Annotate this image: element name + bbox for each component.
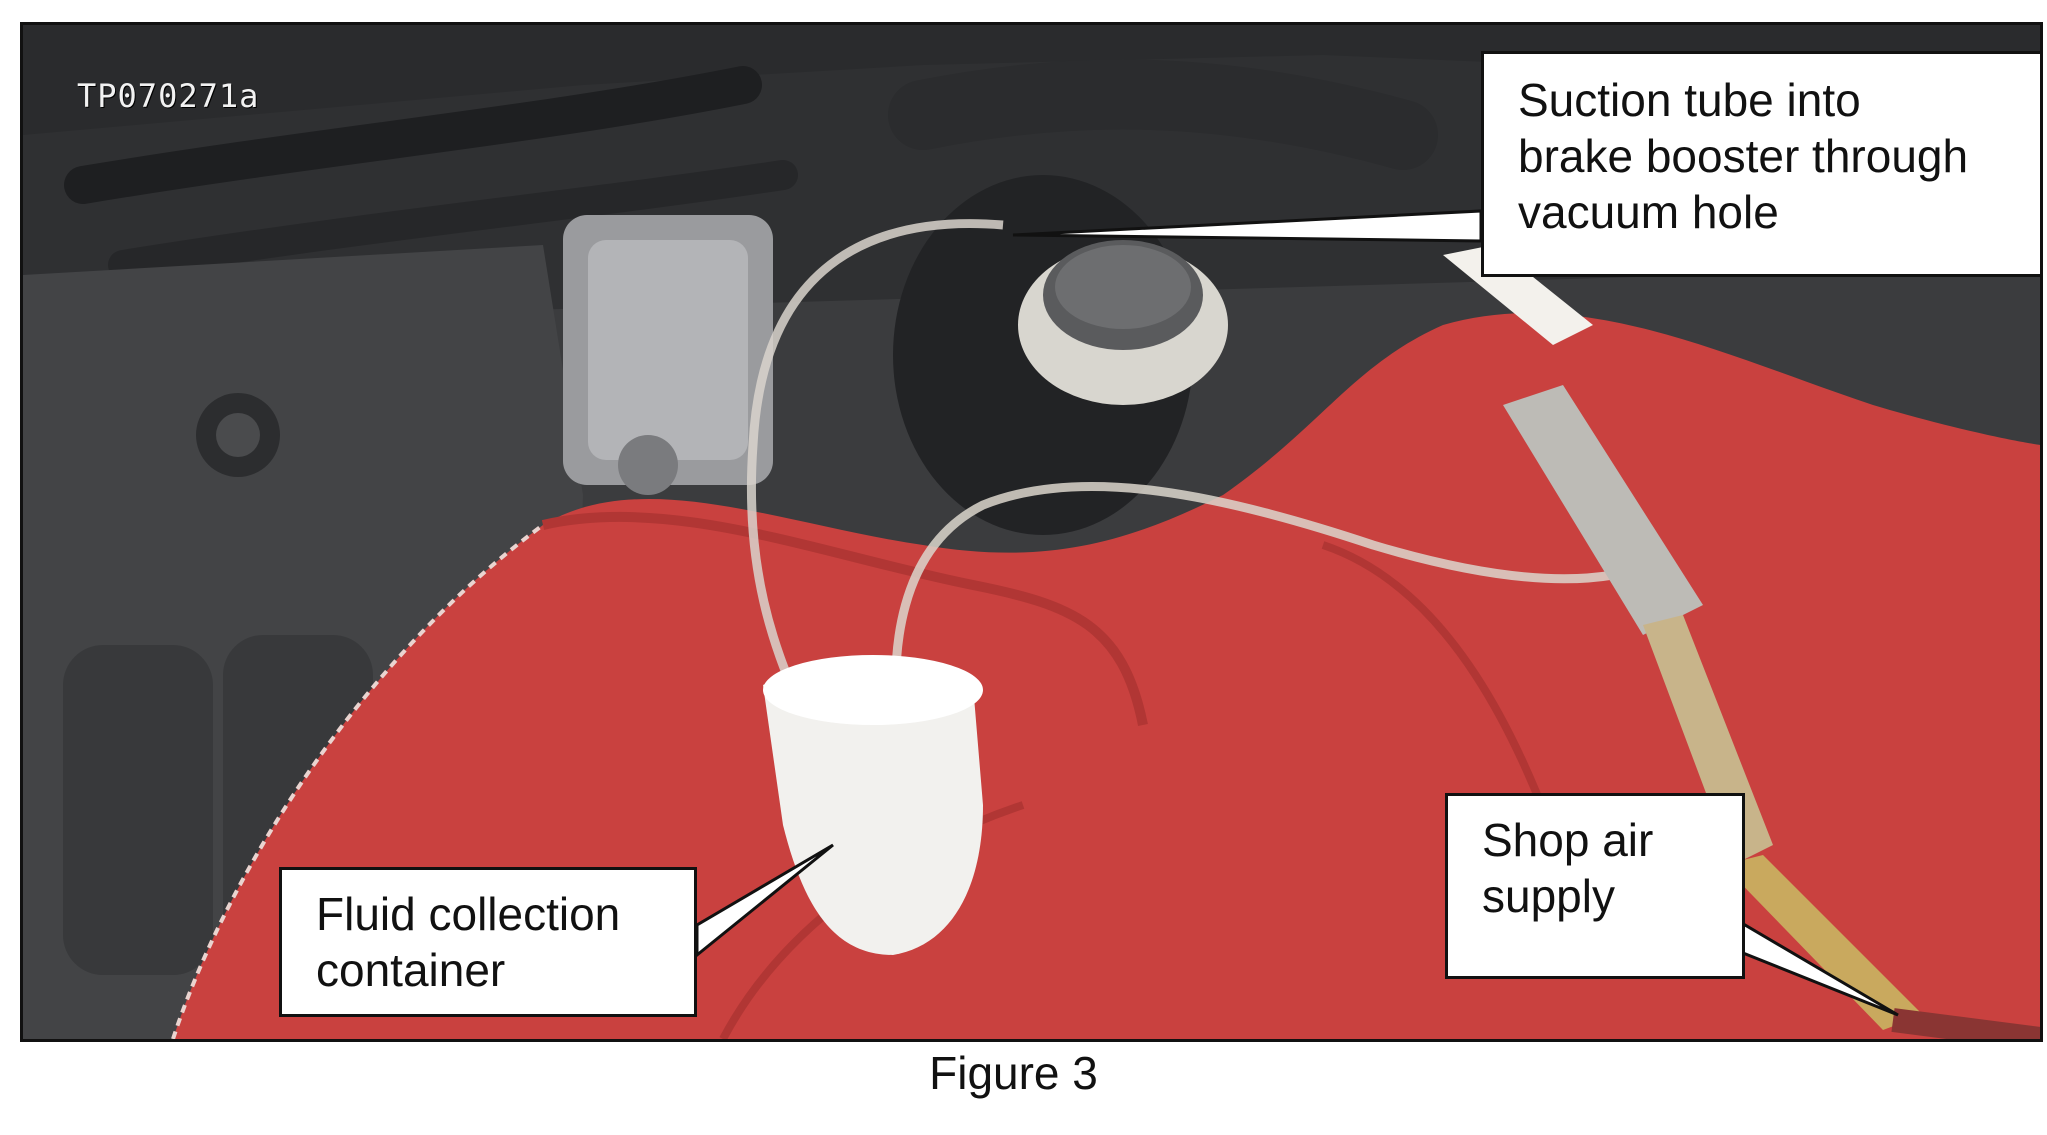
callout-air-line2: supply [1482,870,1615,922]
pointer-suction-tube [1012,209,1483,243]
callout-suction-line1: Suction tube into [1518,74,1861,126]
pointer-shop-air [1720,923,1899,1017]
callout-suction-line2: brake booster through [1518,130,1969,182]
pointer-fluid-container [695,843,834,959]
callout-fluid-container: Fluid collection container [279,867,697,1017]
callout-suction-tube: Suction tube into brake booster through … [1481,51,2040,277]
callout-suction-line3: vacuum hole [1518,186,1779,238]
photo-code-label: TP070271a [77,77,260,115]
callout-fluid-line2: container [316,944,506,996]
figure-caption: Figure 3 [929,1047,1098,1099]
engine-bay-photo: TP070271a Suction tube into brake booste… [20,22,2043,1042]
callout-fluid-line1: Fluid collection [316,888,621,940]
callout-air-line1: Shop air [1482,814,1654,866]
callout-shop-air: Shop air supply [1445,793,1745,979]
